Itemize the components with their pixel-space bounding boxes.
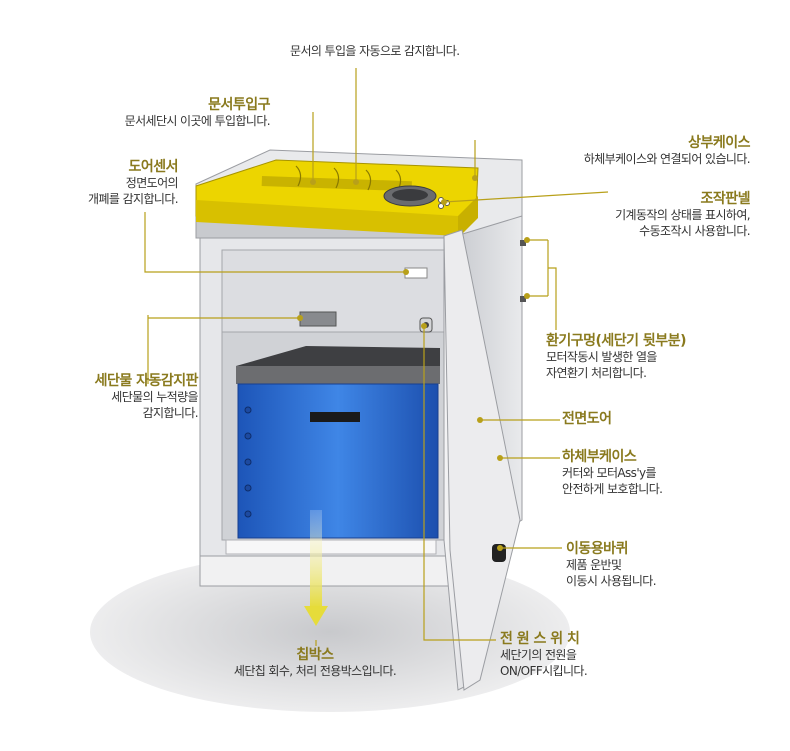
power-switch-desc-2: ON/OFF시킵니다. <box>500 664 587 680</box>
label-control-panel: 조작판넬 기계동작의 상태를 표시하여, 수동조작시 사용합니다. <box>520 190 750 239</box>
vent-title: 환기구멍(세단기 뒷부분) <box>546 332 686 350</box>
vent-desc-1: 모터작동시 발생한 열을 <box>546 350 686 366</box>
label-auto-sensor: 세단물 자동감지판 세단물의 누적량을 감지합니다. <box>40 372 198 421</box>
label-front-door: 전면도어 <box>562 410 612 428</box>
label-door-sensor: 도어센서 정면도어의 개폐를 감지합니다. <box>40 158 178 207</box>
label-upper-case: 상부케이스 하체부케이스와 연결되어 있습니다. <box>500 134 750 168</box>
front-door-title: 전면도어 <box>562 410 612 428</box>
chip-box-rim <box>236 366 440 384</box>
door-sensor-desc-1: 정면도어의 <box>40 176 178 192</box>
chip-box <box>238 384 438 538</box>
doc-inlet-title: 문서투입구 <box>60 96 270 114</box>
wheels-title: 이동용바퀴 <box>566 540 656 558</box>
wheels-desc-1: 제품 운반및 <box>566 558 656 574</box>
upper-case-title: 상부케이스 <box>500 134 750 152</box>
auto-detect-desc: 문서의 투입을 자동으로 감지합니다. <box>290 44 459 60</box>
chip-box-desc: 세단칩 회수, 처리 전용박스입니다. <box>200 664 430 680</box>
label-wheels: 이동용바퀴 제품 운반및 이동시 사용됩니다. <box>566 540 656 589</box>
door-sensor-desc-2: 개폐를 감지합니다. <box>40 192 178 208</box>
lower-case-desc-1: 커터와 모터Ass'y를 <box>562 466 662 482</box>
label-lower-case: 하체부케이스 커터와 모터Ass'y를 안전하게 보호합니다. <box>562 448 662 497</box>
chip-box-handle <box>310 412 360 422</box>
upper-case-desc: 하체부케이스와 연결되어 있습니다. <box>500 152 750 168</box>
lower-case-desc-2: 안전하게 보호합니다. <box>562 482 662 498</box>
lower-case-title: 하체부케이스 <box>562 448 662 466</box>
label-vent: 환기구멍(세단기 뒷부분) 모터작동시 발생한 열을 자연환기 처리합니다. <box>546 332 686 381</box>
control-dial-inner <box>392 189 428 201</box>
drop-arrow-shaft <box>310 510 322 608</box>
control-panel-title: 조작판넬 <box>520 190 750 208</box>
control-panel-desc-1: 기계동작의 상태를 표시하여, <box>520 208 750 224</box>
label-power-switch: 전 원 스 위 치 세단기의 전원을 ON/OFF시킵니다. <box>500 630 587 679</box>
cabinet-base <box>200 556 456 586</box>
power-switch-desc-1: 세단기의 전원을 <box>500 648 587 664</box>
base-slot <box>226 540 436 554</box>
label-doc-inlet: 문서투입구 문서세단시 이곳에 투입합니다. <box>60 96 270 130</box>
control-panel-desc-2: 수동조작시 사용합니다. <box>520 224 750 240</box>
power-switch-title: 전 원 스 위 치 <box>500 630 587 648</box>
auto-sensor-plate <box>300 312 336 326</box>
label-auto-detect: 문서의 투입을 자동으로 감지합니다. <box>290 44 459 60</box>
auto-sensor-desc-2: 감지합니다. <box>40 406 198 422</box>
door-sensor-title: 도어센서 <box>40 158 178 176</box>
auto-sensor-title: 세단물 자동감지판 <box>40 372 198 390</box>
wheels-desc-2: 이동시 사용됩니다. <box>566 574 656 590</box>
label-chip-box: 칩박스 세단칩 회수, 처리 전용박스입니다. <box>200 646 430 680</box>
auto-sensor-desc-1: 세단물의 누적량을 <box>40 390 198 406</box>
chip-box-title: 칩박스 <box>200 646 430 664</box>
doc-inlet-desc: 문서세단시 이곳에 투입합니다. <box>60 114 270 130</box>
vent-desc-2: 자연환기 처리합니다. <box>546 366 686 382</box>
